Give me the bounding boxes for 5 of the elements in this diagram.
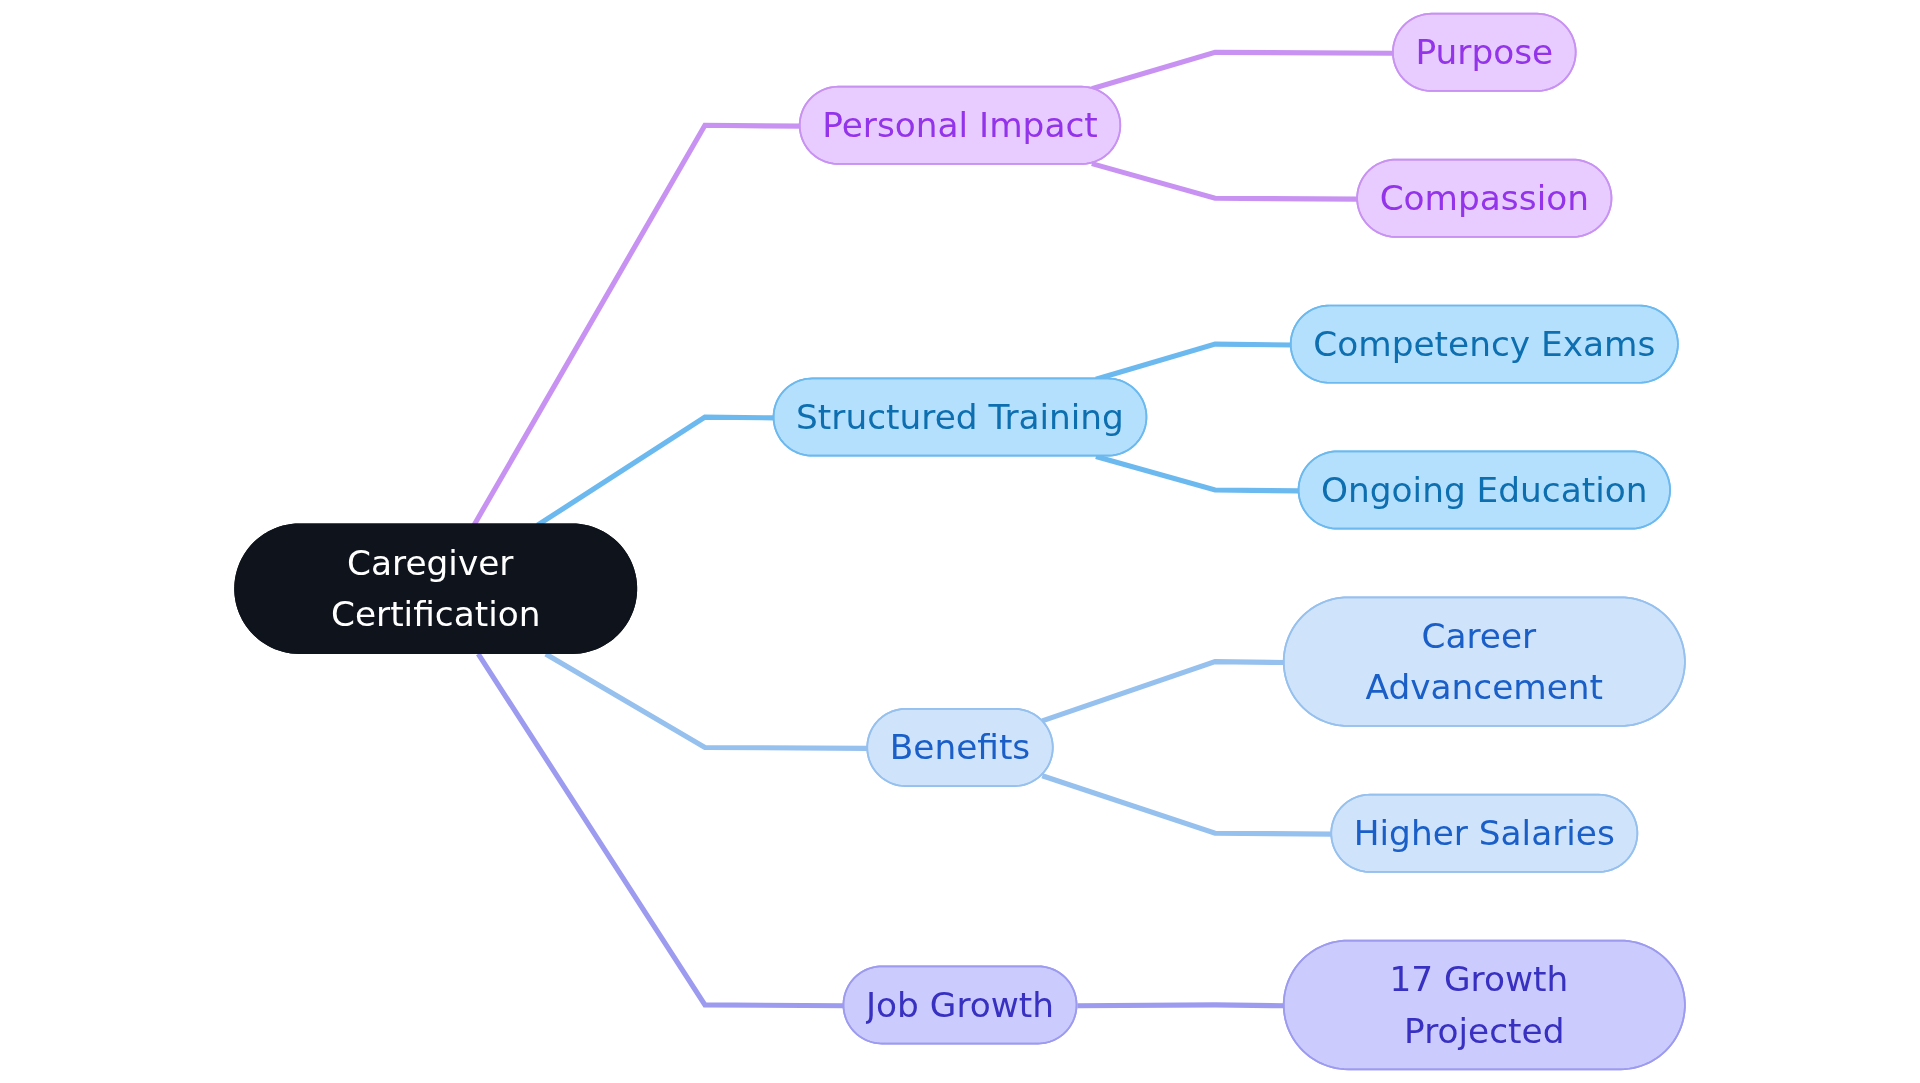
- connector: [1091, 49, 1394, 92]
- connector: [1041, 659, 1285, 724]
- connector: [1095, 454, 1300, 494]
- connector: [1077, 1002, 1285, 1009]
- connector: [1091, 161, 1358, 202]
